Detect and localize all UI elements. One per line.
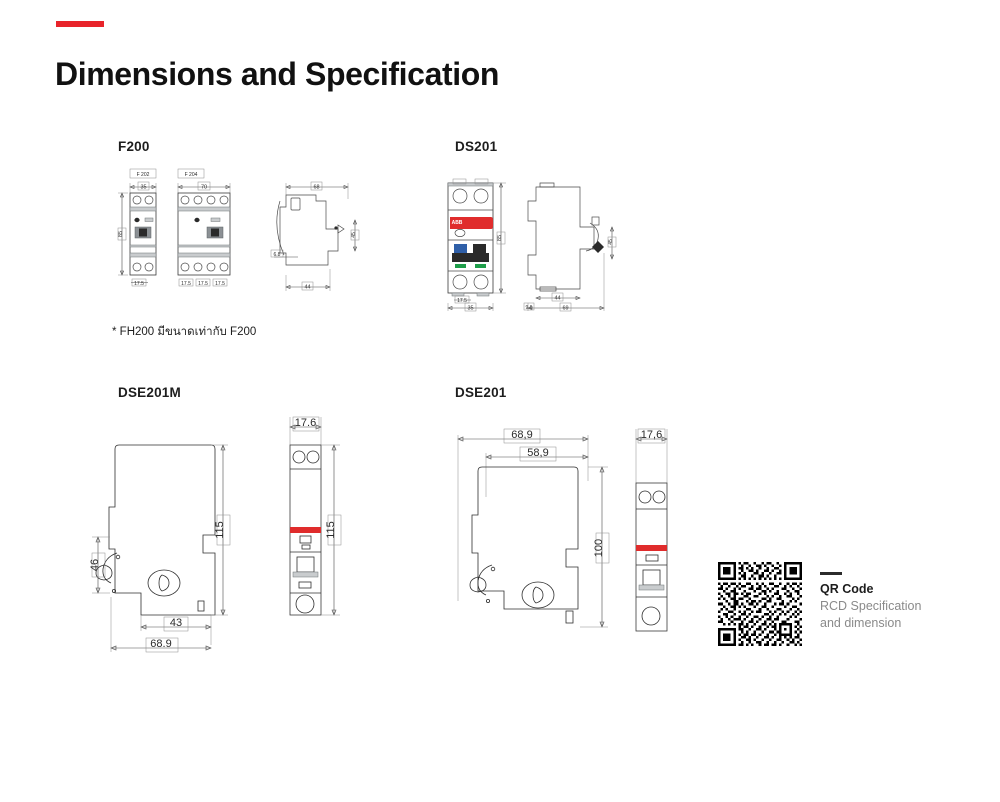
qr-caption-rule: [820, 572, 842, 575]
section-title-dse201m: DSE201M: [118, 385, 181, 400]
f202-width: 35: [140, 185, 146, 191]
qr-caption-line1: RCD Specification: [820, 599, 922, 613]
drawing-dse201: 68,9 58,9: [440, 405, 710, 655]
dse201-height: 100: [593, 539, 605, 557]
dse201-view-side: 68,9 58,9: [457, 428, 610, 628]
ds201-side-lever: 45: [608, 239, 614, 245]
qr-code-svg: [718, 562, 802, 646]
f200-side-rail-offset: 6.8: [274, 252, 281, 258]
f202-label: F 202: [137, 172, 150, 178]
ds201-side-rail-offset: 9.6: [526, 305, 533, 311]
dse201-depth: 68,9: [511, 429, 532, 441]
dse201m-view-front: 17.6 115: [289, 416, 342, 616]
dse201m-width: 17.6: [295, 417, 316, 429]
ds201-height: 85: [497, 235, 503, 241]
qr-caption-title: QR Code: [820, 582, 874, 596]
qr-caption-line2: and dimension: [820, 615, 902, 630]
ds201-side-depth-top: 69: [562, 306, 568, 312]
footnote-fh200: * FH200 มีขนาดเท่ากับ F200: [112, 326, 257, 338]
dse201m-rail-offset: 46: [89, 559, 101, 571]
f200-view-f202: F 202 35: [117, 168, 157, 287]
dse201m-view-side: 115 46 43: [89, 444, 231, 653]
dse201m-depth-inner: 43: [170, 617, 182, 629]
f200-view-f204: F 204 70: [177, 168, 231, 287]
f204-pitch-2: 17.5: [198, 281, 208, 287]
f200-side-lever: 45: [351, 232, 357, 238]
section-title-ds201: DS201: [455, 139, 498, 154]
f204-label: F 204: [185, 172, 198, 178]
drawing-ds201: ABB 85: [440, 165, 650, 312]
f202-height: 85: [118, 231, 124, 237]
qr-code-image: [718, 562, 802, 646]
f200-side-depth-base: 44: [304, 285, 310, 291]
ds201-view-side: 45 44 69 9.6: [523, 182, 617, 312]
dse201-view-front: 17,6: [635, 428, 668, 632]
ds201-view-front: ABB 85: [447, 178, 506, 312]
qr-caption-block: QR Code RCD Specification and dimension: [820, 572, 950, 631]
dse201m-height: 115: [214, 521, 226, 539]
svg-text:ABB: ABB: [452, 220, 463, 226]
section-title-f200: F200: [118, 139, 150, 154]
dse201m-depth: 68.9: [150, 638, 171, 650]
ds201-pitch: 17.5: [457, 298, 467, 304]
f204-width: 70: [201, 185, 207, 191]
accent-bar: [56, 21, 104, 27]
drawing-f200: F 202 35: [108, 165, 378, 310]
ds201-width: 35: [467, 306, 473, 312]
ds201-side-depth-base: 44: [554, 296, 560, 302]
f200-side-depth-top: 68: [313, 185, 319, 191]
dse201m-front-height: 115: [325, 521, 337, 539]
f202-pitch: 17.5: [134, 281, 144, 287]
f204-pitch-1: 17.5: [181, 281, 191, 287]
drawing-dse201m: 115 46 43: [88, 405, 368, 655]
dse201-depth-inner: 58,9: [527, 447, 548, 459]
dse201-width: 17,6: [641, 429, 662, 441]
f204-pitch-3: 17.5: [215, 281, 225, 287]
section-title-dse201: DSE201: [455, 385, 507, 400]
page-title: Dimensions and Specification: [55, 56, 500, 92]
f200-view-side: 68 45 6.8 44: [270, 181, 360, 291]
